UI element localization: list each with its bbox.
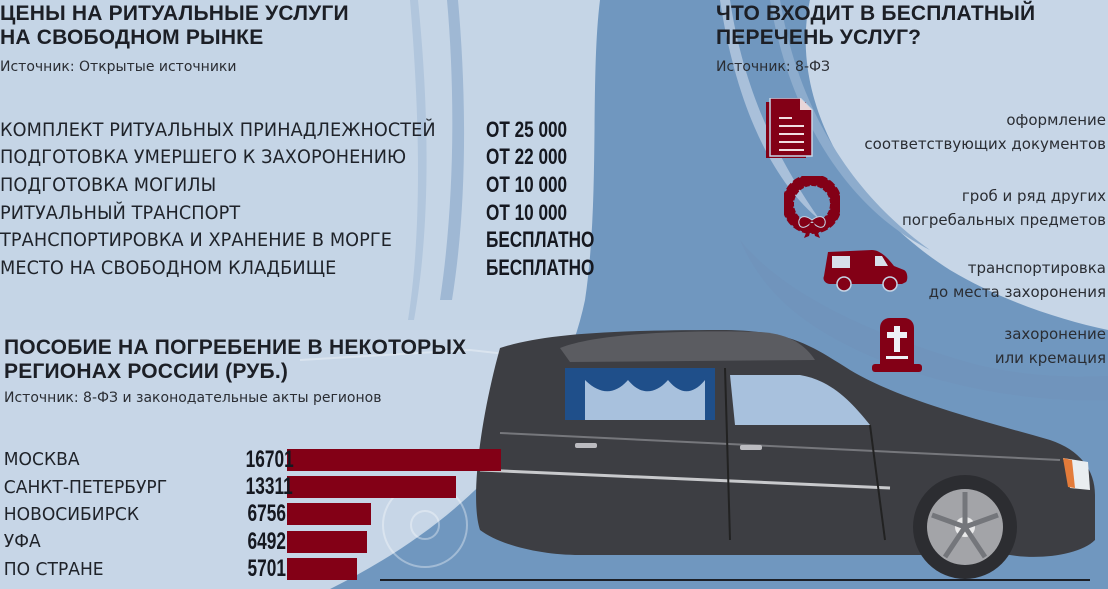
bar-novosibirsk — [287, 503, 371, 526]
bar-category-label: МОСКВА — [3, 449, 80, 471]
prices-section-header: ЦЕНЫ НА РИТУАЛЬНЫЕ УСЛУГИ НА СВОБОДНОМ Р… — [0, 2, 349, 75]
hearse-van-icon — [823, 250, 908, 292]
bar-value-label: 5701 — [247, 555, 286, 583]
bar-value-label: 13311 — [245, 473, 293, 501]
free-service-line1: захоронение — [1004, 325, 1106, 343]
price-label: РИТУАЛЬНЫЙ ТРАНСПОРТ — [0, 201, 241, 224]
bar-saint-petersburg — [287, 476, 456, 499]
prices-list: КОМПЛЕКТ РИТУАЛЬНЫХ ПРИНАДЛЕЖНОСТЕЙ ОТ 2… — [0, 116, 625, 282]
free-service-line1: оформление — [1006, 111, 1106, 129]
price-row: КОМПЛЕКТ РИТУАЛЬНЫХ ПРИНАДЛЕЖНОСТЕЙ ОТ 2… — [0, 116, 625, 144]
price-row: РИТУАЛЬНЫЙ ТРАНСПОРТ ОТ 10 000 — [0, 199, 625, 227]
free-service-line1: гроб и ряд других — [961, 187, 1106, 205]
bar-row: ПО СТРАНЕ 5701 — [0, 555, 501, 583]
price-label: ТРАНСПОРТИРОВКА И ХРАНЕНИЕ В МОРГЕ — [0, 229, 393, 252]
price-label: ПОДГОТОВКА УМЕРШЕГО К ЗАХОРОНЕНИЮ — [0, 146, 407, 169]
allowance-title-line2: РЕГИОНАХ РОССИИ (РУБ.) — [4, 360, 289, 383]
wreath-icon — [784, 176, 840, 238]
bar-ufa — [287, 530, 367, 553]
allowance-section-header: ПОСОБИЕ НА ПОГРЕБЕНИЕ В НЕКОТОРЫХ РЕГИОН… — [4, 336, 466, 406]
price-row: ПОДГОТОВКА УМЕРШЕГО К ЗАХОРОНЕНИЮ ОТ 22 … — [0, 144, 625, 172]
free-service-item: оформление соответствующих документов — [728, 96, 1108, 166]
free-service-text: оформление соответствующих документов — [864, 108, 1106, 156]
free-title-line1: ЧТО ВХОДИТ В БЕСПЛАТНЫЙ — [716, 2, 1036, 25]
price-label: КОМПЛЕКТ РИТУАЛЬНЫХ ПРИНАДЛЕЖНОСТЕЙ — [0, 118, 436, 141]
free-service-item: гроб и ряд других погребальных предметов — [728, 176, 1108, 246]
allowance-source: Источник: 8-ФЗ и законодательные акты ре… — [4, 390, 382, 406]
bar-category-label: САНКТ-ПЕТЕРБУРГ — [3, 476, 168, 498]
prices-title-line1: ЦЕНЫ НА РИТУАЛЬНЫЕ УСЛУГИ — [0, 2, 349, 25]
price-value: ОТ 25 000 — [486, 116, 568, 142]
document-icon — [766, 98, 813, 158]
free-source: Источник: 8-ФЗ — [716, 59, 831, 75]
allowance-bar-chart: МОСКВА 16701 САНКТ-ПЕТЕРБУРГ 13311 НОВОС… — [0, 446, 501, 583]
free-service-item: захоронение или кремация — [728, 318, 1108, 388]
free-service-line2: до места захоронения — [928, 283, 1106, 301]
free-service-text: захоронение или кремация — [995, 322, 1106, 370]
price-value: ОТ 10 000 — [486, 171, 568, 197]
price-label: МЕСТО НА СВОБОДНОМ КЛАДБИЩЕ — [0, 256, 337, 279]
bar-category-label: ПО СТРАНЕ — [3, 558, 104, 580]
bar-category-label: НОВОСИБИРСК — [3, 503, 139, 525]
bar-row: САНКТ-ПЕТЕРБУРГ 13311 — [0, 473, 501, 500]
bar-value-label: 16701 — [245, 445, 294, 473]
bar-category-label: УФА — [3, 531, 41, 553]
price-row: МЕСТО НА СВОБОДНОМ КЛАДБИЩЕ БЕСПЛАТНО — [0, 254, 625, 282]
free-service-line1: транспортировка — [967, 259, 1106, 277]
price-row: ТРАНСПОРТИРОВКА И ХРАНЕНИЕ В МОРГЕ БЕСПЛ… — [0, 226, 625, 254]
allowance-title-line1: ПОСОБИЕ НА ПОГРЕБЕНИЕ В НЕКОТОРЫХ — [4, 336, 467, 359]
free-service-text: гроб и ряд других погребальных предметов — [902, 184, 1106, 232]
price-value: БЕСПЛАТНО — [486, 254, 595, 280]
free-service-line2: погребальных предметов — [901, 211, 1106, 229]
prices-source: Источник: Открытые источники — [0, 59, 237, 75]
bar-value-label: 6492 — [247, 527, 286, 555]
tombstone-cross-icon — [872, 318, 922, 372]
bar-row: НОВОСИБИРСК 6756 — [0, 500, 501, 528]
free-service-line2: соответствующих документов — [864, 135, 1106, 153]
bar-value-label: 6756 — [247, 500, 286, 528]
bar-row: МОСКВА 16701 — [0, 446, 501, 473]
free-service-item: транспортировка до места захоронения — [728, 246, 1108, 316]
price-value: ОТ 10 000 — [486, 199, 568, 225]
prices-title-line2: НА СВОБОДНОМ РЫНКЕ — [0, 26, 264, 49]
bar-moscow — [287, 448, 501, 471]
price-value: БЕСПЛАТНО — [486, 227, 595, 253]
price-value: ОТ 22 000 — [486, 144, 568, 170]
price-label: ПОДГОТОВКА МОГИЛЫ — [0, 173, 217, 196]
free-service-line2: или кремация — [994, 349, 1106, 367]
price-row: ПОДГОТОВКА МОГИЛЫ ОТ 10 000 — [0, 171, 625, 199]
free-title-line2: ПЕРЕЧЕНЬ УСЛУГ? — [716, 26, 922, 49]
hearse-car-illustration — [476, 330, 1095, 579]
bar-country-average — [287, 558, 357, 581]
free-section-header: ЧТО ВХОДИТ В БЕСПЛАТНЫЙ ПЕРЕЧЕНЬ УСЛУГ? … — [716, 2, 1035, 75]
bar-row: УФА 6492 — [0, 528, 501, 555]
free-service-text: транспортировка до места захоронения — [929, 256, 1106, 304]
